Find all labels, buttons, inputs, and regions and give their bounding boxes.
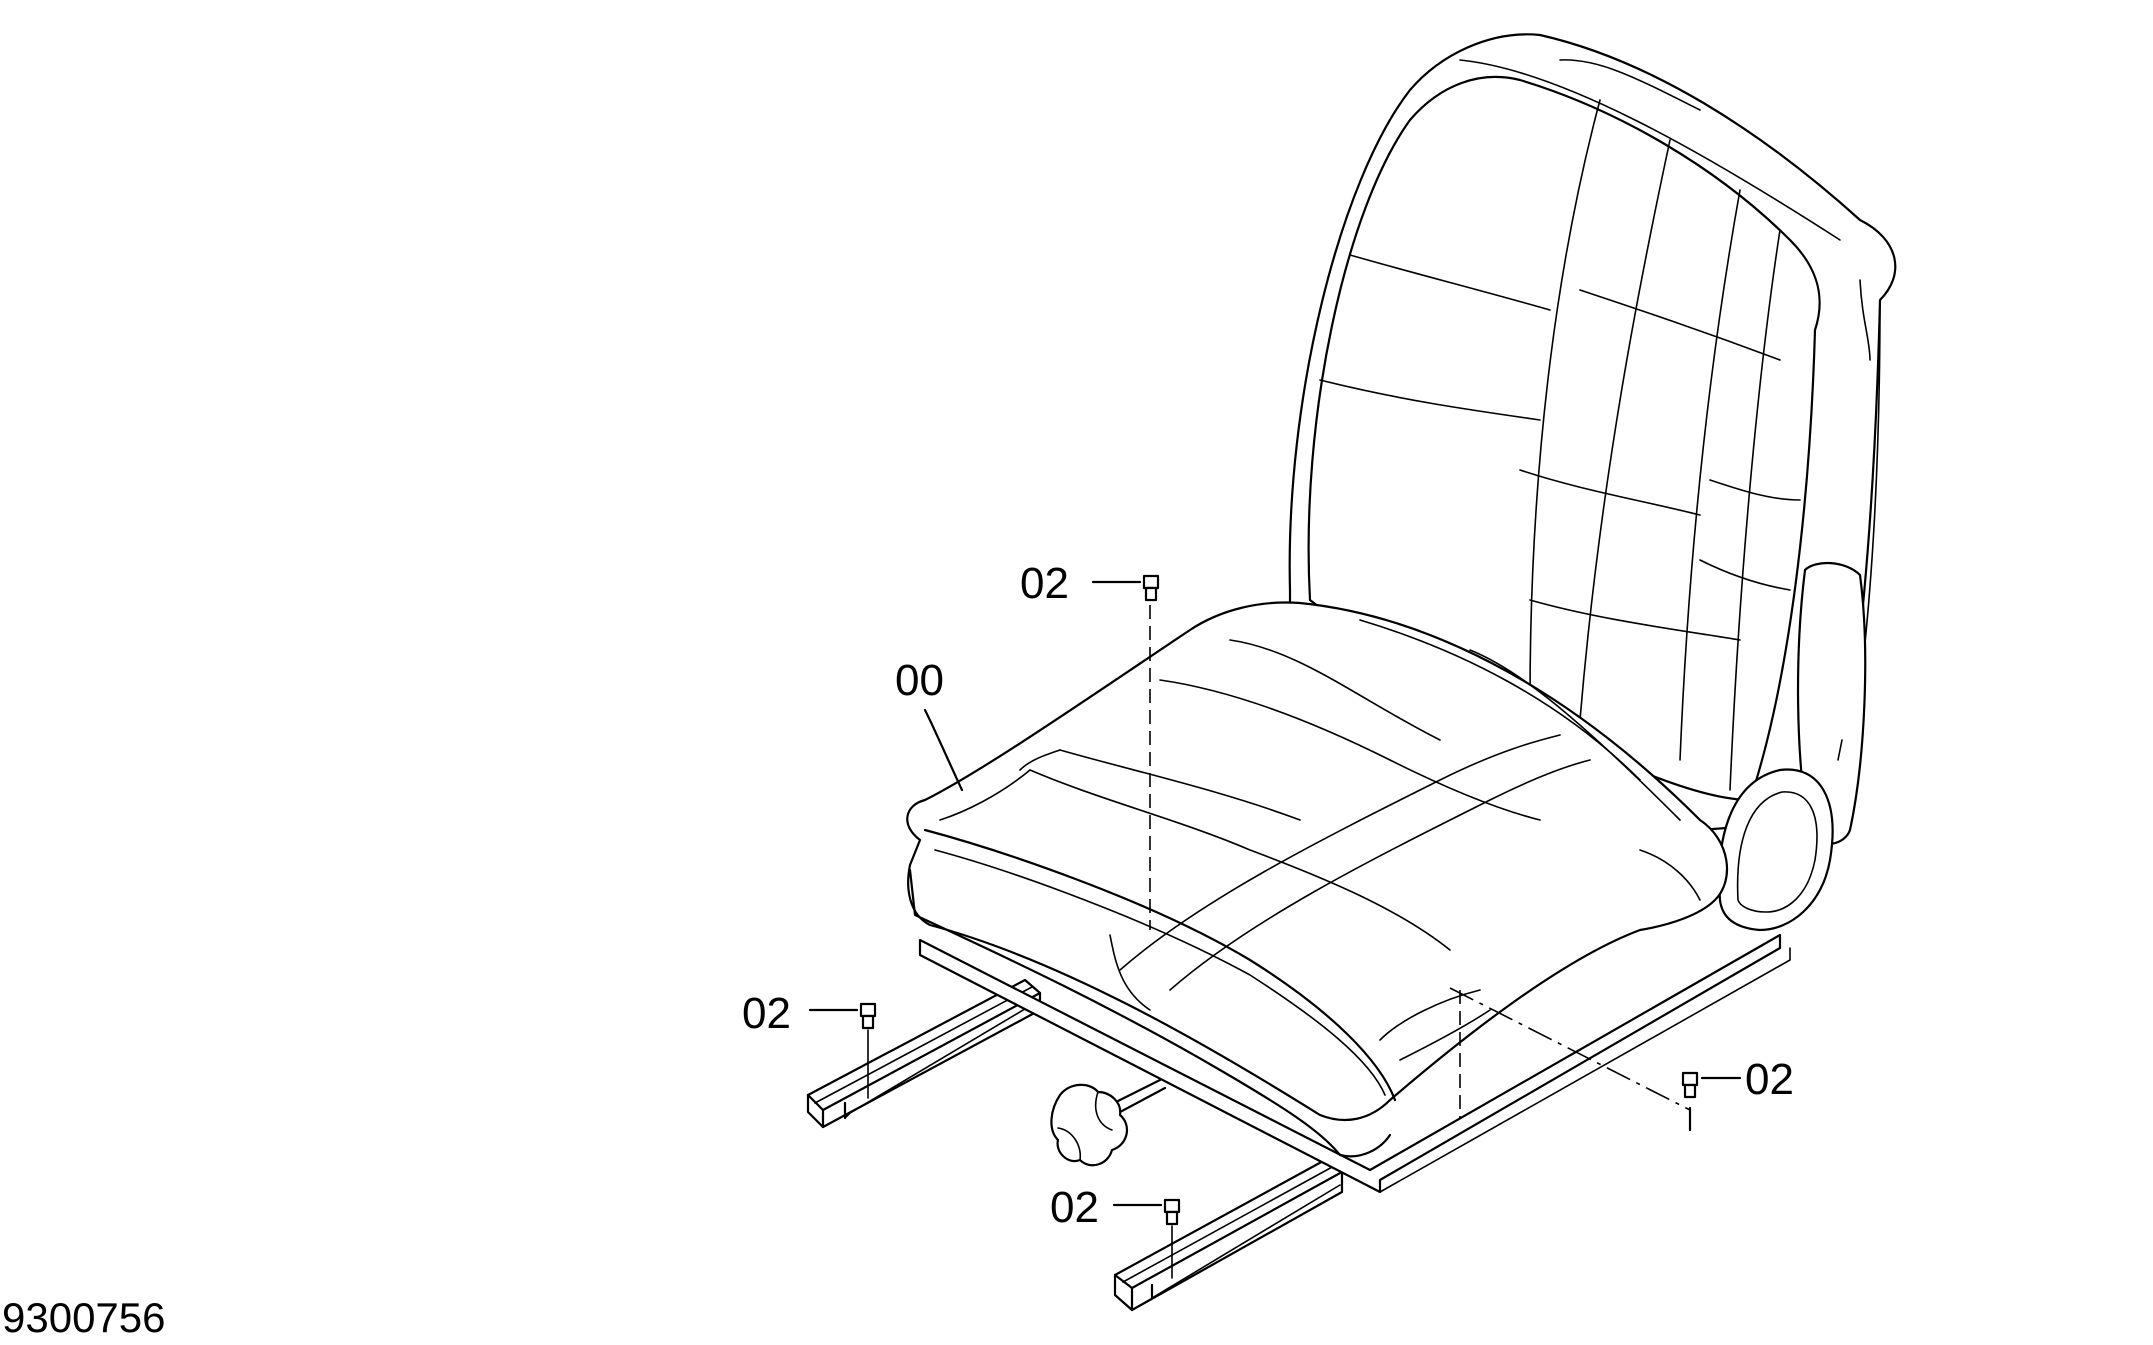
left-slide-rail — [806, 978, 1042, 1129]
screw-axis-lines — [1149, 605, 1692, 1132]
screw-left — [808, 1002, 877, 1099]
screw-top — [1091, 574, 1160, 602]
recline-lever — [1718, 561, 1867, 932]
callout-screw-left: 02 — [742, 989, 791, 1038]
screw-right — [1681, 1071, 1742, 1099]
screw-bottom — [1112, 1198, 1181, 1279]
callout-screw-top: 02 — [1020, 559, 1069, 608]
callout-seat: 00 — [895, 656, 944, 705]
seat-leader-line — [923, 708, 964, 792]
right-slide-rail — [1113, 1158, 1344, 1312]
adjustment-knob — [1050, 1078, 1167, 1167]
callout-screw-right: 02 — [1745, 1055, 1794, 1104]
callout-screw-bottom: 02 — [1050, 1183, 1099, 1232]
seat-cushion — [906, 601, 1729, 1158]
seat-base-frame — [918, 933, 1791, 1194]
document-number: 9300756 — [2, 1294, 166, 1341]
